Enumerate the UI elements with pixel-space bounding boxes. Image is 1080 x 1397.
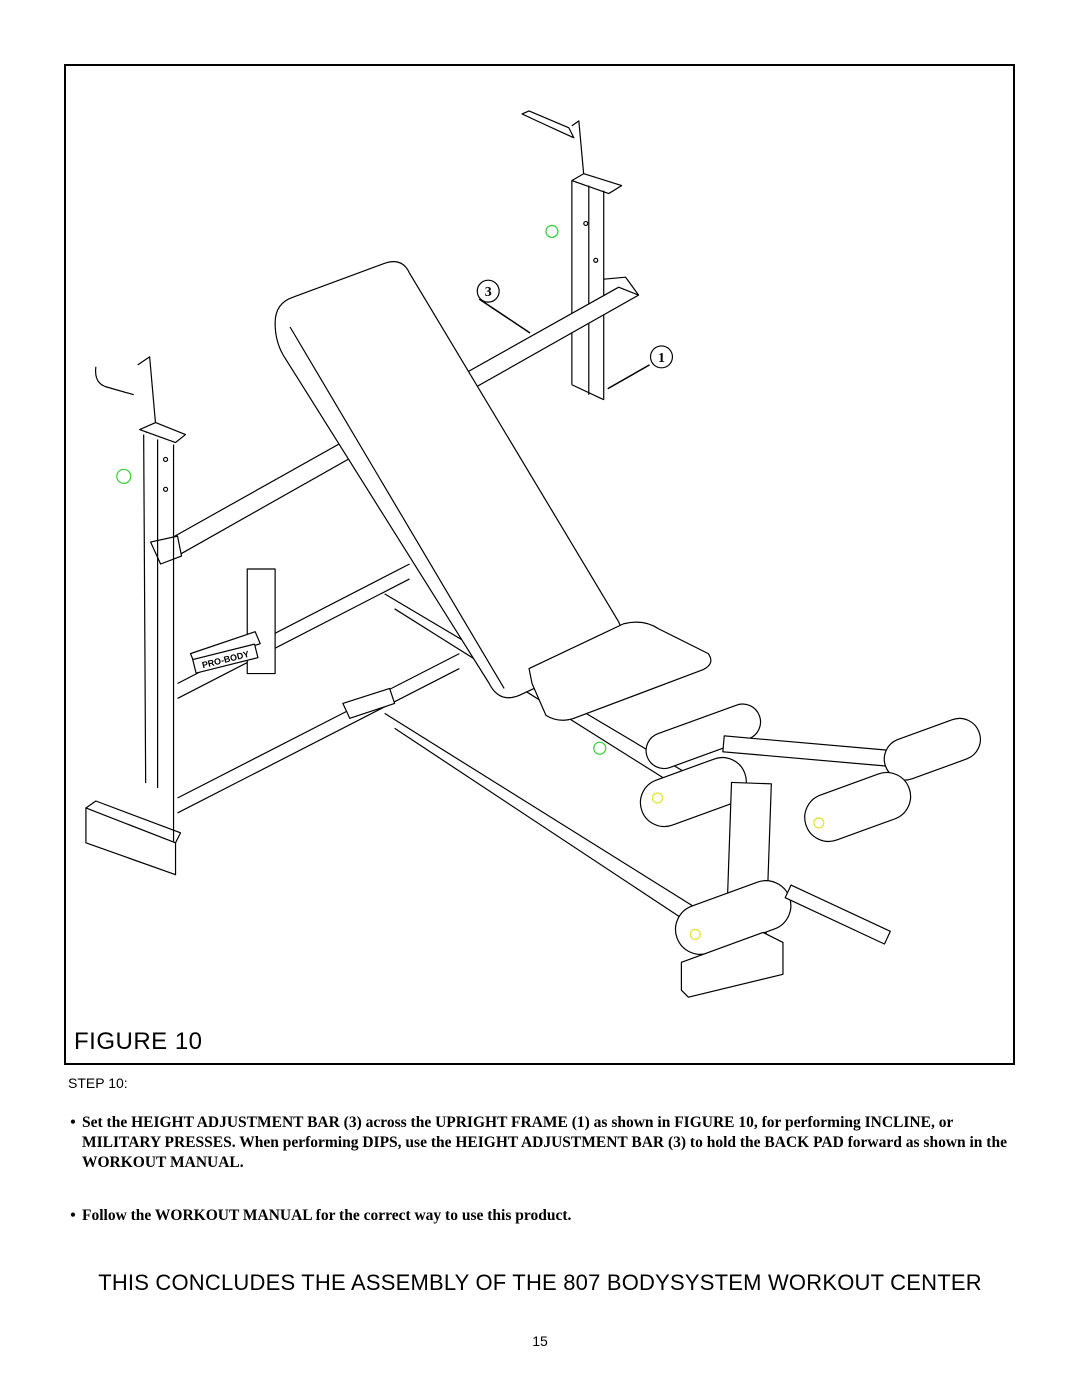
page-number: 15	[532, 1333, 548, 1349]
upright-frame-right	[521, 110, 623, 401]
brand-plate: PRO-BODY	[192, 643, 259, 674]
conclusion-heading: THIS CONCLUDES THE ASSEMBLY OF THE 807 B…	[98, 1270, 982, 1295]
seat-pad	[528, 621, 712, 721]
callout-3: 3	[476, 279, 531, 334]
green-marker	[593, 741, 607, 755]
yellow-marker	[813, 817, 825, 829]
yellow-marker	[689, 928, 701, 941]
svg-text:3: 3	[485, 285, 492, 300]
green-marker	[116, 468, 132, 484]
figure-caption: FIGURE 10	[74, 1028, 203, 1055]
yellow-marker	[651, 792, 664, 804]
leg-developer	[639, 703, 981, 998]
figure-frame: PRO-BODY 3 1 FIGURE 10	[64, 64, 1015, 1065]
instruction-bullet: • Set the HEIGHT ADJUSTMENT BAR (3) acro…	[64, 1113, 1024, 1173]
instruction-text: Follow the WORKOUT MANUAL for the correc…	[82, 1207, 572, 1224]
svg-text:1: 1	[658, 351, 665, 366]
green-marker	[545, 224, 559, 239]
upright-frame-left	[94, 356, 187, 853]
bullet-glyph: •	[70, 1114, 76, 1131]
instruction-bullet: • Follow the WORKOUT MANUAL for the corr…	[64, 1206, 1024, 1226]
bench-assembly-illustration: PRO-BODY 3 1	[85, 110, 981, 998]
callout-1: 1	[607, 345, 674, 390]
step-heading: STEP 10:	[68, 1075, 128, 1091]
bullet-glyph: •	[70, 1207, 76, 1224]
instruction-text: Set the HEIGHT ADJUSTMENT BAR (3) across…	[82, 1114, 1007, 1171]
